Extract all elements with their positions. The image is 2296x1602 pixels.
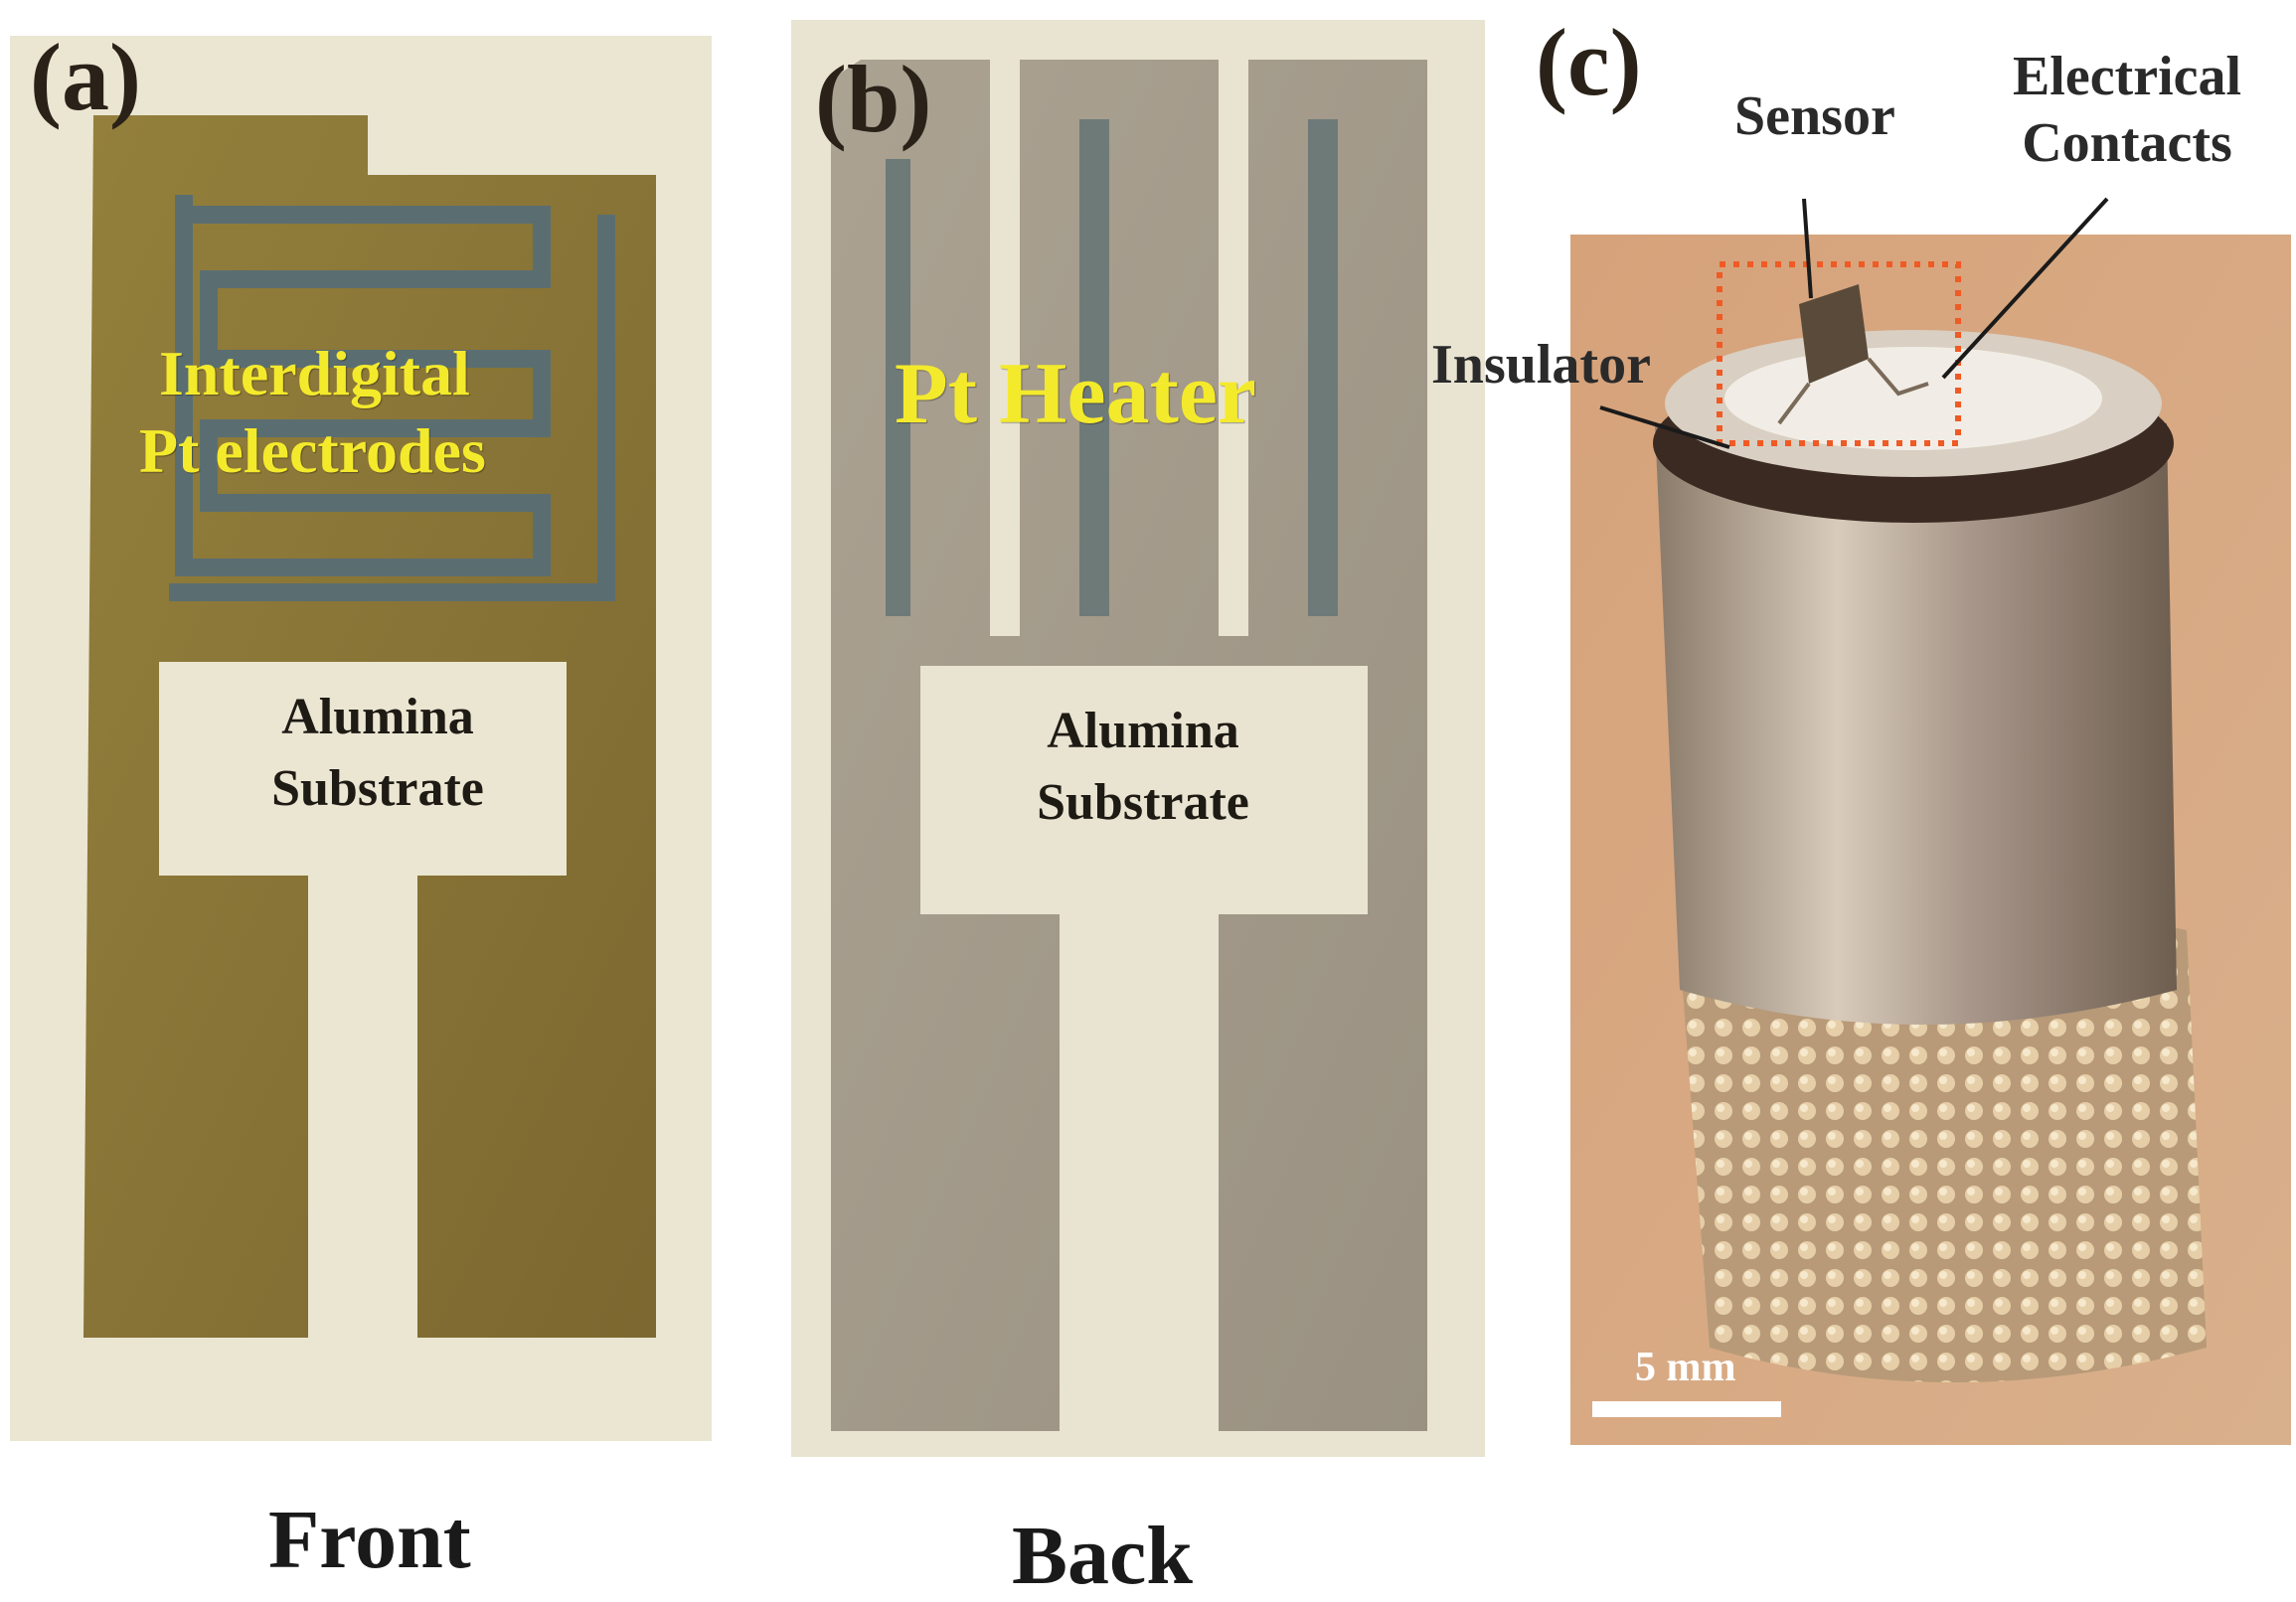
panel-b-letter: (b) bbox=[815, 46, 932, 152]
front-sensor-photo bbox=[10, 36, 712, 1441]
sensor-callout: Sensor bbox=[1734, 85, 1895, 147]
packaged-sensor-graphic bbox=[1570, 235, 2291, 1445]
panel-c-letter: (c) bbox=[1536, 9, 1642, 115]
substrate-line2-front: Substrate bbox=[271, 759, 484, 817]
contacts-line2: Contacts bbox=[2022, 112, 2232, 175]
substrate-line1-front: Alumina bbox=[281, 689, 474, 745]
contacts-callout: Electrical Contacts bbox=[1978, 44, 2276, 177]
substrate-label-back: Alumina Substrate bbox=[984, 696, 1302, 839]
heater-label: Pt Heater bbox=[895, 346, 1256, 442]
back-sensor-photo bbox=[791, 20, 1485, 1457]
back-caption: Back bbox=[1012, 1510, 1194, 1602]
substrate-label-front: Alumina Substrate bbox=[229, 682, 527, 825]
housing-cylinder bbox=[1655, 423, 2177, 1025]
back-sensor-graphic bbox=[791, 20, 1485, 1457]
front-sensor-graphic bbox=[10, 36, 712, 1441]
front-caption: Front bbox=[268, 1494, 471, 1586]
packaged-sensor-photo bbox=[1570, 235, 2291, 1445]
contact-wires bbox=[1777, 357, 1929, 425]
scale-bar-label: 5 mm bbox=[1635, 1345, 1736, 1390]
insulator-callout: Insulator bbox=[1431, 334, 1651, 396]
electrode-label-line1: Interdigital bbox=[159, 338, 470, 408]
electrode-gap bbox=[175, 195, 551, 576]
electrode-gap-inner bbox=[169, 215, 615, 601]
knurled-nut bbox=[1680, 904, 2207, 1382]
insulator-disc bbox=[1724, 347, 2102, 450]
contacts-line1: Electrical bbox=[2012, 46, 2242, 107]
electrode-label-line2: Pt electrodes bbox=[139, 415, 486, 486]
heater-meander bbox=[831, 60, 1427, 1431]
substrate-line1-back: Alumina bbox=[1047, 703, 1239, 759]
scale-bar bbox=[1592, 1401, 1781, 1417]
substrate-line2-back: Substrate bbox=[1037, 773, 1249, 831]
panel-a-letter: (a) bbox=[30, 24, 141, 130]
sensor-chip bbox=[1799, 284, 1869, 384]
